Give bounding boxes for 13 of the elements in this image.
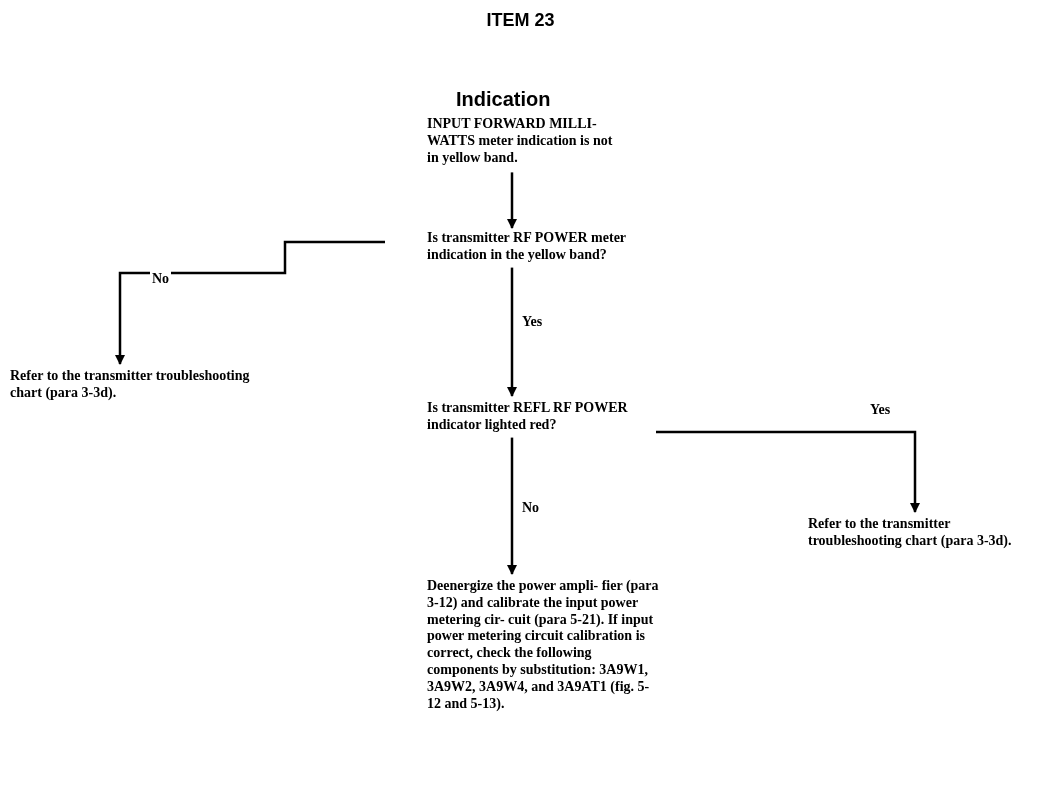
step-text: Refer to the transmitter troubleshooting chart (para 3-3d). xyxy=(10,368,250,402)
decision-text: Is transmitter RF POWER meter indication in the yellow band? xyxy=(427,230,642,264)
title: ITEM 23 xyxy=(485,10,556,31)
arrow xyxy=(115,240,385,365)
decision-text: Is transmitter REFL RF POWER indicator lighted red? xyxy=(427,400,652,434)
decision-text: Deenergize the power ampli- fier (para 3-12) and calibrate the input power metering cir- cuit (para 5-21). If input power metering circuit calibration is correct, check the following components by substitution: 3A9W1, 3A9W2, 3A9W4, and 3A9AT1 (fig. 5-12 and 5-13). xyxy=(427,578,662,713)
arrow xyxy=(507,267,517,397)
arrow xyxy=(507,437,517,575)
heading: Indication xyxy=(456,88,551,111)
arrow xyxy=(507,172,517,229)
arrow xyxy=(656,430,920,513)
step-text: INPUT FORWARD MILLI- WATTS meter indication is not in yellow band. xyxy=(427,116,627,167)
step-text: Refer to the transmitter troubleshooting chart (para 3-3d). xyxy=(808,516,1038,550)
